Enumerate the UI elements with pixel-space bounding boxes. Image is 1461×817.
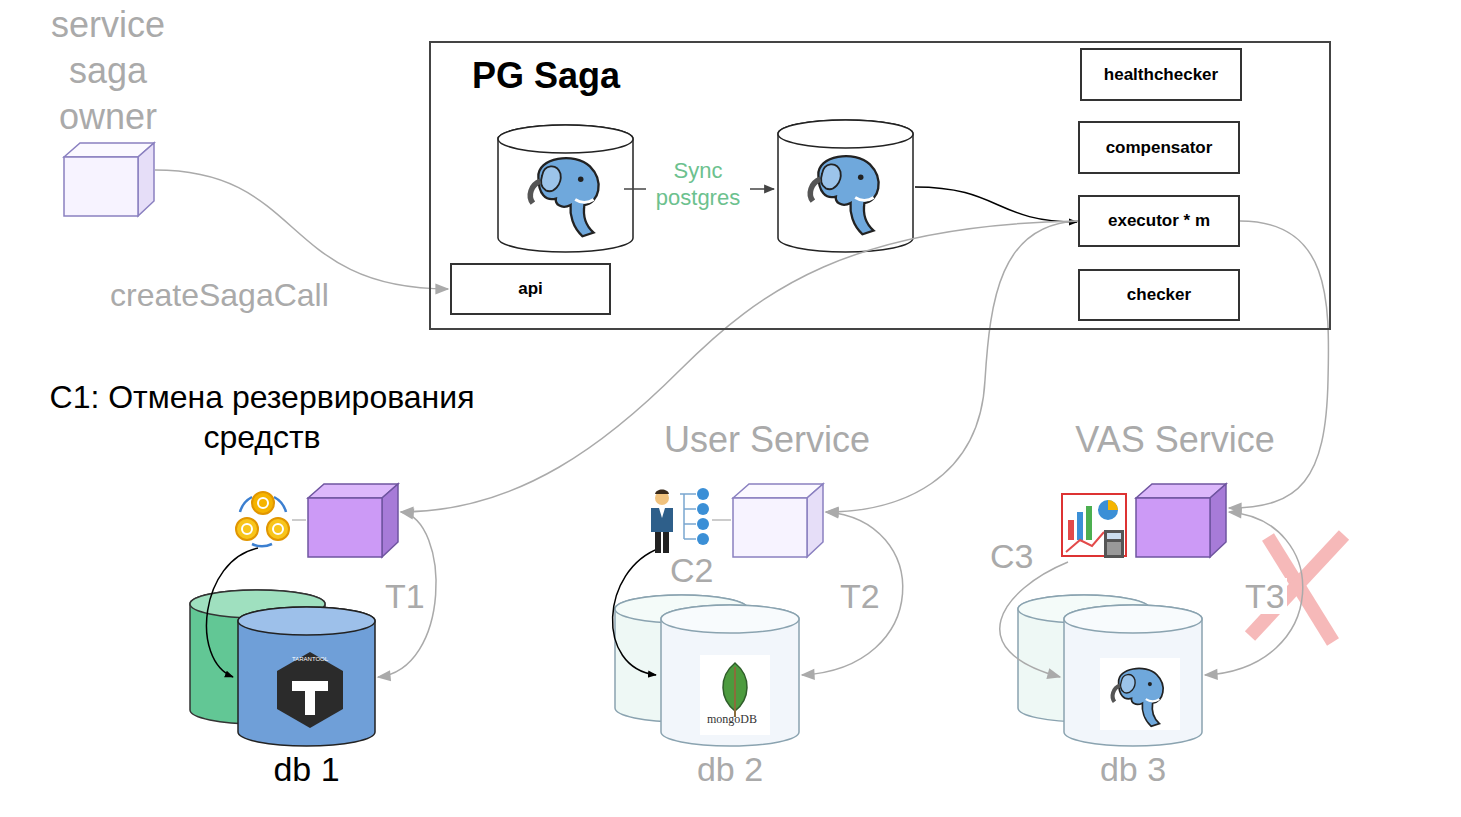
box-label: healthchecker	[1104, 65, 1218, 85]
service-cube: C1: Отмена резервирования средств	[307, 483, 399, 558]
connector	[826, 221, 1078, 512]
logo-text: TARANTOOL	[292, 656, 328, 663]
cube-shape	[307, 483, 399, 558]
cube-shape	[1135, 483, 1227, 558]
feed-arrow	[915, 187, 1077, 222]
connector	[1229, 221, 1328, 508]
edge-label: T3	[1243, 578, 1287, 614]
db-label: db 3	[1043, 749, 1223, 789]
process-box: executor * m	[1078, 195, 1240, 247]
icon-link	[292, 520, 306, 521]
edge-label: createSagaCall	[108, 277, 331, 313]
box-label: executor * m	[1108, 211, 1210, 231]
database-cylinder: db 3	[1063, 605, 1203, 747]
process-box: api	[450, 263, 611, 315]
process-box: healthchecker	[1080, 48, 1242, 101]
process-box: compensator	[1078, 121, 1240, 174]
box-label: api	[518, 279, 543, 299]
cube-shape	[63, 142, 155, 217]
service-heading: VAS Service	[1050, 419, 1300, 461]
coins-icon	[236, 492, 289, 546]
cylinder-shape	[237, 607, 376, 747]
connector	[155, 170, 448, 289]
box-label: compensator	[1106, 138, 1213, 158]
connector	[401, 221, 1078, 512]
pg-cylinder	[498, 120, 913, 252]
cylinder-shape	[1063, 605, 1203, 747]
service-heading: User Service	[637, 419, 897, 461]
edge-label: T1	[383, 578, 427, 614]
group-box: PG Saga healthchecker compensator executor …	[429, 41, 1331, 330]
db-label: db 1	[217, 749, 396, 789]
service-heading: service saga owner	[33, 2, 183, 140]
compensation-label: C3	[990, 538, 1033, 574]
cube-shape	[732, 483, 824, 558]
sync-label: Sync postgres	[646, 157, 750, 211]
edge-label: T2	[838, 578, 882, 614]
user-icon	[651, 488, 731, 553]
service-cube: VAS Service	[1135, 483, 1227, 558]
analytics-icon	[1062, 494, 1126, 558]
compensation-label: C2	[670, 552, 713, 588]
service-cube: User Service	[732, 483, 824, 558]
database-cylinder: db 1	[237, 607, 376, 747]
logo-text: mongoDB	[707, 712, 757, 726]
process-box: checker	[1078, 269, 1240, 321]
service-heading: C1: Отмена резервирования средств	[7, 377, 517, 457]
service-cube: service saga owner	[63, 142, 155, 217]
group-title: PG Saga	[472, 55, 620, 97]
db-label: db 2	[640, 749, 820, 789]
box-label: checker	[1127, 285, 1191, 305]
